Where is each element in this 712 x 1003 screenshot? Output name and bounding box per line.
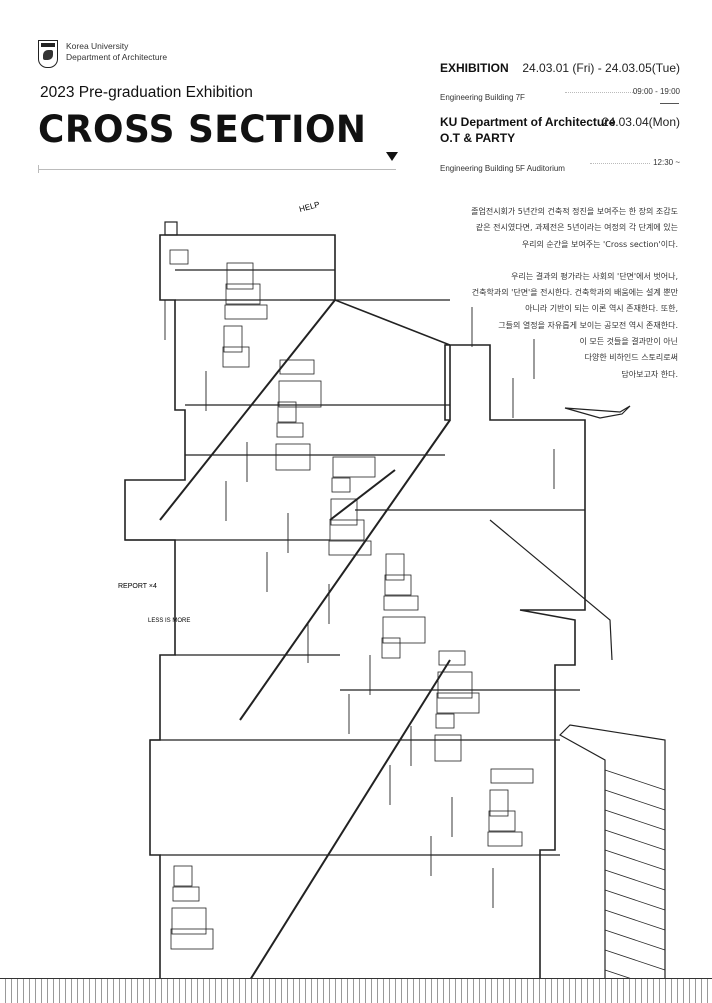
dotted-leader xyxy=(590,163,650,164)
room-furniture xyxy=(488,810,516,832)
event-party-details: Engineering Building 5F Auditorium 12:30… xyxy=(440,158,680,176)
room-furniture xyxy=(332,456,376,478)
room-furniture xyxy=(173,865,193,887)
intro-line: 건축학과의 '단면'을 전시한다. 건축학과의 배움에는 설계 뿐만 xyxy=(471,288,678,298)
room-furniture xyxy=(275,443,311,471)
event-title-line1: KU Department of Architecture xyxy=(440,115,616,129)
room-furniture xyxy=(381,637,401,659)
intro-line: 졸업전시회가 5년간의 건축적 정진을 보여주는 한 장의 조감도 xyxy=(471,207,678,216)
room-furniture xyxy=(329,519,365,541)
exhibition-subtitle: 2023 Pre-graduation Exhibition xyxy=(40,84,253,101)
less-is-more-label: LESS IS MORE xyxy=(148,618,190,624)
event-exhibition: EXHIBITION 24.03.01 (Fri) - 24.03.05(Tue… xyxy=(440,61,680,75)
room-furniture xyxy=(330,498,358,526)
room-furniture xyxy=(487,831,523,847)
university-name: Korea University Department of Architect… xyxy=(66,41,167,63)
room-furniture xyxy=(384,574,412,596)
intro-line: 우리의 순간을 보여주는 'Cross section'이다. xyxy=(521,239,678,249)
help-label: HELP xyxy=(298,200,321,214)
room-furniture xyxy=(385,553,405,581)
crane-truss xyxy=(604,789,666,811)
crane-truss xyxy=(604,869,666,891)
crane-truss xyxy=(604,889,666,911)
event-exhibition-details: Engineering Building 7F 09:00 - 19:00 xyxy=(440,87,680,105)
event-party: KU Department of Architecture O.T & PART… xyxy=(440,115,680,145)
intro-line: 그들의 열정을 자유롭게 보이는 공모전 역시 존재한다. xyxy=(498,320,678,330)
intro-line: 다양한 비하인드 스토리로써 xyxy=(584,353,678,363)
crane-truss xyxy=(604,829,666,851)
room-furniture xyxy=(436,692,480,714)
triangle-down-icon xyxy=(386,152,398,161)
diagonal-stair xyxy=(239,419,451,721)
room-furniture xyxy=(489,789,509,817)
ground-hatching xyxy=(0,978,712,1003)
event-date: 24.03.04(Mon) xyxy=(601,115,680,129)
korea-university-logo xyxy=(38,40,58,68)
room-furniture xyxy=(490,768,534,784)
event-time: 09:00 - 19:00 xyxy=(632,87,680,96)
diagonal-stair xyxy=(159,299,336,521)
dotted-leader xyxy=(565,92,635,93)
room-furniture xyxy=(169,249,189,265)
building-outline xyxy=(124,234,586,980)
report-label: REPORT ×4 xyxy=(118,583,157,590)
room-furniture xyxy=(222,346,250,368)
room-furniture xyxy=(328,540,372,556)
room-furniture xyxy=(172,886,200,902)
crane-truss xyxy=(604,949,666,971)
intro-line: 담아보고자 한다. xyxy=(621,369,678,379)
room-furniture xyxy=(434,734,462,762)
event-place: Engineering Building 7F xyxy=(440,93,525,102)
room-furniture xyxy=(223,325,243,353)
university-label: Korea University xyxy=(66,41,129,51)
event-title-line2: O.T & PARTY xyxy=(440,131,516,145)
event-time: 12:30 ~ xyxy=(653,158,680,167)
room-furniture xyxy=(277,401,297,423)
intro-paragraph-2: 우리는 결과의 평가라는 사회의 '단면'에서 벗어나, 건축학과의 '단면'을 … xyxy=(398,269,678,383)
crane-truss xyxy=(604,769,666,791)
cable xyxy=(489,519,613,661)
room-furniture xyxy=(331,477,351,493)
crane-truss xyxy=(604,849,666,871)
event-title: EXHIBITION xyxy=(440,61,509,75)
room-furniture xyxy=(438,650,466,666)
diagonal-stair xyxy=(249,659,451,981)
room-furniture xyxy=(276,422,304,438)
room-furniture xyxy=(437,671,473,699)
room-furniture xyxy=(225,283,261,305)
crane-truss xyxy=(604,929,666,951)
diagonal-stair xyxy=(329,469,396,521)
room-furniture xyxy=(171,907,207,935)
room-furniture xyxy=(279,359,315,375)
department-label: Department of Architecture xyxy=(66,52,168,62)
crane xyxy=(559,724,666,980)
intro-line: 아니라 기반이 되는 이론 역시 존재한다. 또한, xyxy=(525,304,678,314)
intro-line: 우리는 결과의 평가라는 사회의 '단면'에서 벗어나, xyxy=(511,271,678,281)
room-furniture xyxy=(224,304,268,320)
event-separator xyxy=(660,103,679,104)
airplane xyxy=(564,405,631,419)
event-place: Engineering Building 5F Auditorium xyxy=(440,164,565,173)
title-divider xyxy=(38,169,396,170)
room-furniture xyxy=(170,928,214,950)
room-furniture xyxy=(382,616,426,644)
room-furniture xyxy=(226,262,254,290)
page-title: CROSS SECTION xyxy=(38,108,367,151)
event-date: 24.03.01 (Fri) - 24.03.05(Tue) xyxy=(522,61,680,75)
intro-line: 같은 전시였다면, 과제전은 5년이라는 여정의 각 단계에 있는 xyxy=(475,223,678,233)
crane-truss xyxy=(604,909,666,931)
room-furniture xyxy=(383,595,419,611)
crane-truss xyxy=(604,809,666,831)
intro-line: 이 모든 것들을 결과만이 아닌 xyxy=(579,337,679,347)
room-furniture xyxy=(435,713,455,729)
roof-vent xyxy=(164,221,178,236)
room-furniture xyxy=(278,380,322,408)
